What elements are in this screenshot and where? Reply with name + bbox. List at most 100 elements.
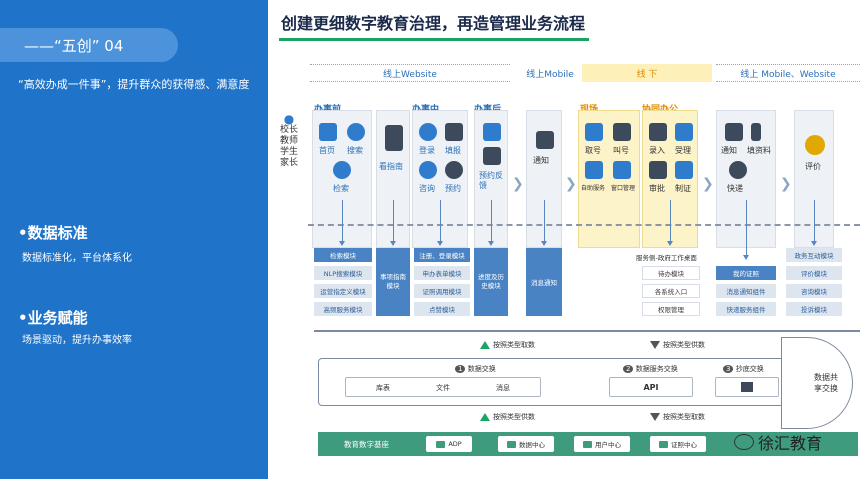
megaphone-icon	[613, 123, 631, 141]
section-sub-business: 场景驱动，提升办事效率	[22, 335, 132, 346]
module-item: 注册、登录模块	[414, 248, 470, 262]
connector-line	[339, 200, 345, 246]
wechat-icon	[734, 434, 754, 450]
label-enter: 录入	[649, 146, 665, 155]
magnifier-icon	[347, 123, 365, 141]
section-sub-data-standard: 数据标准化，平台体系化	[22, 253, 132, 264]
arrow-up-icon	[480, 341, 490, 349]
foundation-label: 教育数字基座	[344, 440, 389, 449]
label-notify: 通知	[533, 156, 549, 165]
module-item: 点赞模块	[414, 302, 470, 316]
license-center-icon	[659, 440, 668, 448]
module-item: NLP搜索模块	[314, 266, 372, 280]
process-diagram: 线上Website 线上Mobile 线 下 线上 Mobile、Website…	[270, 60, 864, 479]
module-item: 快递服务组件	[716, 302, 776, 316]
label-booking: 预约	[445, 184, 461, 193]
channel-label: 线上Website	[383, 69, 437, 80]
foundation-item-label: 证照中心	[671, 441, 697, 449]
page-title: 创建更细数字教育治理，再造管理业务流程	[281, 14, 586, 33]
arrow-label: 按照类型供数	[493, 413, 535, 421]
monitor-icon	[319, 123, 337, 141]
user-center-icon	[583, 440, 592, 448]
label-rate: 评价	[805, 162, 821, 171]
certificate-icon	[675, 161, 693, 179]
intro-quote: “高效办成一件事”，提升群众的获得感、满意度	[18, 78, 250, 91]
exchange-box-capture	[715, 377, 779, 397]
label-notice: 通知	[721, 146, 737, 155]
foundation-item-adp: ADP	[426, 436, 472, 452]
foundation-item-user-center: 用户中心	[574, 436, 630, 452]
briefcase-icon	[675, 123, 693, 141]
label-fill-data: 填资料	[747, 146, 771, 155]
foundation-item-label: ADP	[448, 440, 462, 448]
section-pill: ——“五创” 04	[0, 28, 178, 62]
approve-icon	[649, 161, 667, 179]
files-icon	[751, 123, 761, 141]
document-icon	[649, 123, 667, 141]
module-item: 各系统入口	[642, 284, 700, 298]
module-item: 评价模块	[786, 266, 842, 280]
number-badge: 1	[455, 365, 466, 373]
module-item: 消息通知组件	[716, 284, 776, 298]
channel-online-mobile: 线上Mobile	[520, 64, 580, 82]
database-icon	[741, 382, 753, 392]
module-item: 进度及历史模块	[474, 248, 508, 316]
adp-icon	[436, 440, 446, 448]
module-item: 政务互动模块	[786, 248, 842, 262]
chevron-right-icon: ❯	[780, 176, 792, 192]
role-label: 教师	[279, 136, 298, 146]
exchange-item-2: 2 数据服务交换	[623, 364, 678, 374]
watermark: 徐汇教育	[734, 430, 822, 454]
arrow-down-fetch: 按照类型取数	[650, 412, 705, 422]
arrow-label: 按照类型取数	[663, 413, 705, 421]
module-item: 消息通知	[526, 248, 562, 316]
module-group-title: 服务侧-政府工作桌面	[636, 254, 697, 262]
window-icon	[613, 161, 631, 179]
data-center-icon	[507, 440, 516, 448]
foundation-item-license-center: 证照中心	[650, 436, 706, 452]
module-item: 待办模块	[642, 266, 700, 280]
dashed-divider	[308, 224, 860, 226]
courier-icon	[729, 161, 747, 179]
clock-icon	[445, 161, 463, 179]
channel-label: 线上Mobile	[526, 69, 574, 80]
sub-item-file: 文件	[436, 384, 450, 392]
role-label: 学生	[279, 147, 298, 157]
module-item: 我的证照	[716, 266, 776, 280]
channel-online-mobile-web: 线上 Mobile、Website	[716, 64, 860, 82]
screen-icon	[483, 123, 501, 141]
watermark-text: 徐汇教育	[758, 434, 823, 453]
sub-item-message: 消息	[496, 384, 510, 392]
arrow-up-fetch: 按照类型取数	[480, 340, 535, 350]
roles-list: ● 校长 教师 学生 家长	[278, 113, 300, 169]
module-item: 申办表单模块	[414, 266, 470, 280]
left-panel: ——“五创” 04 “高效办成一件事”，提升群众的获得感、满意度 •数据标准 数…	[0, 0, 268, 479]
wrench-icon	[585, 161, 603, 179]
module-item: 事项指南模块	[376, 248, 410, 316]
arrow-label: 按照类型取数	[493, 341, 535, 349]
exchange-item-label: 数据交换	[467, 365, 496, 373]
connector-line	[488, 200, 494, 246]
label-homepage: 首页	[319, 146, 335, 155]
medal-icon	[805, 135, 825, 155]
arrow-label: 按照类型供数	[663, 341, 705, 349]
channel-label: 线上 Mobile、Website	[740, 69, 836, 80]
connector-line	[667, 200, 673, 246]
connector-line	[743, 200, 749, 260]
label-self-service: 自助服务	[581, 185, 606, 192]
exchange-cap: 数据共享交换	[781, 337, 853, 429]
number-badge: 2	[623, 365, 634, 373]
arrow-up-icon	[480, 413, 490, 421]
label-login: 登录	[419, 146, 435, 155]
label-take-number: 取号	[585, 146, 601, 155]
channel-label: 线 下	[636, 69, 658, 80]
number-badge: 3	[723, 365, 734, 373]
channel-online-web: 线上Website	[310, 64, 510, 82]
headset-icon	[419, 161, 437, 179]
label-retrieve: 检索	[333, 184, 349, 193]
arrow-down-supply: 按照类型供数	[650, 340, 705, 350]
exchange-cap-label: 数据共享交换	[814, 373, 838, 393]
module-item: 投诉模块	[786, 302, 842, 316]
chat-phone-icon	[536, 131, 554, 149]
